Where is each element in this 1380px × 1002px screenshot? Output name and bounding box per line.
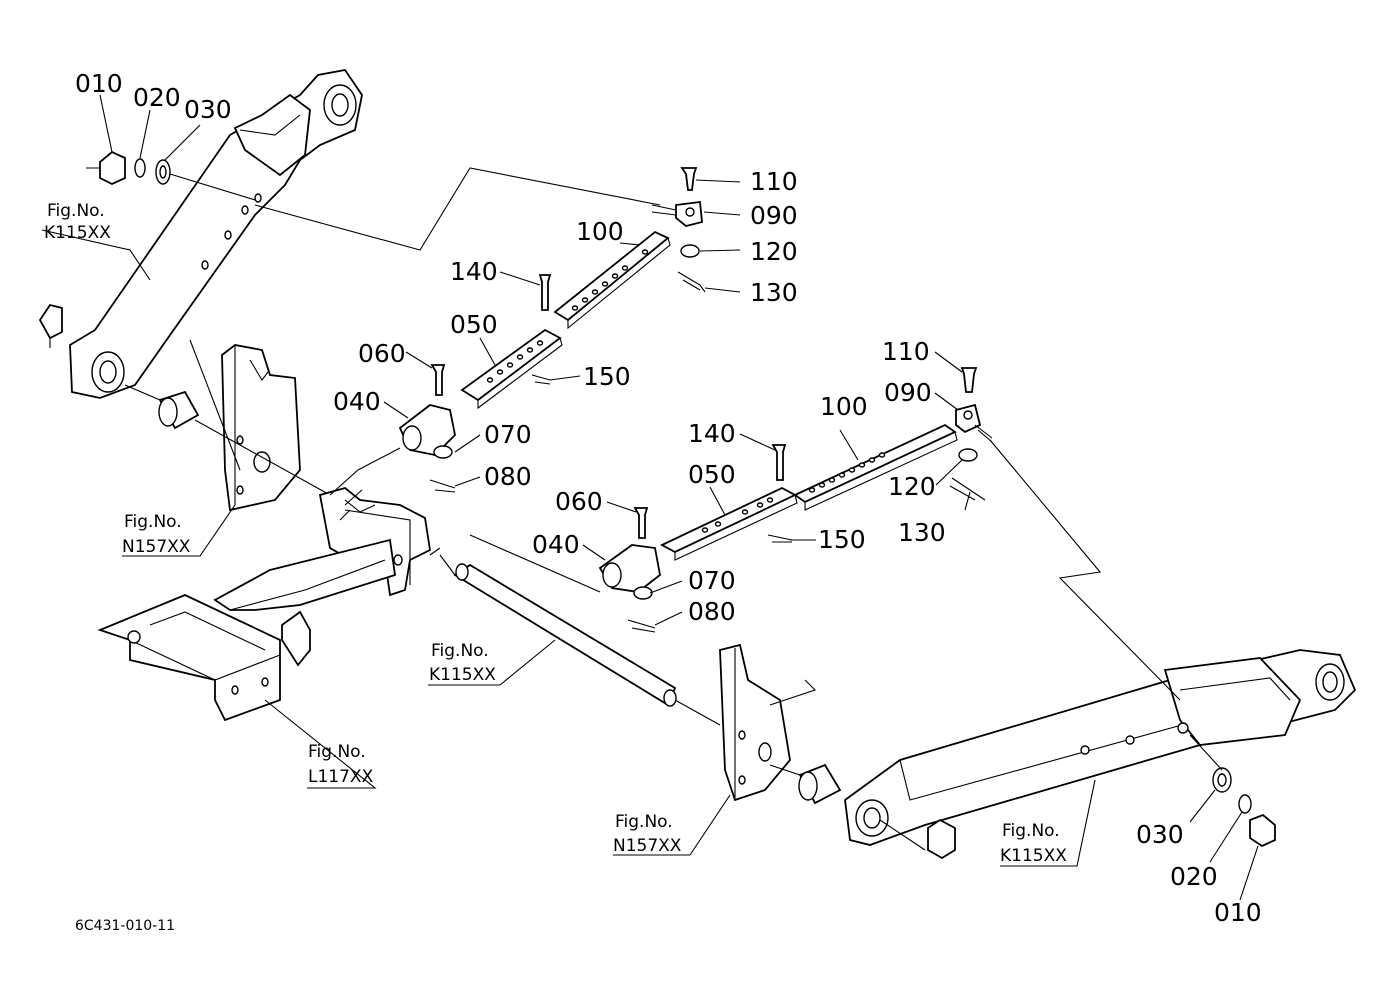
part-060-lower: 060 <box>555 487 603 516</box>
part-090-upper: 090 <box>750 201 798 230</box>
part-030-right: 030 <box>1136 820 1184 849</box>
part-110-upper: 110 <box>750 167 798 196</box>
upper-check-chain-assembly <box>398 167 706 493</box>
part-150-lower: 150 <box>818 525 866 554</box>
fig-ref-code-upper-left: K115XX <box>44 223 111 243</box>
cross-shaft <box>439 554 721 726</box>
part-070-lower: 070 <box>688 566 736 595</box>
fig-ref-label-bottom-mid: Fig.No. <box>615 812 673 832</box>
part-140-lower: 140 <box>688 419 736 448</box>
part-020-left: 020 <box>133 83 181 112</box>
drawing-code: 6C431-010-11 <box>75 918 175 934</box>
right-bushing <box>769 763 842 805</box>
part-100-upper: 100 <box>576 217 624 246</box>
part-080-upper: 080 <box>484 462 532 491</box>
fig-ref-label-bottom-left: Fig.No. <box>308 742 366 762</box>
part-060-upper: 060 <box>358 339 406 368</box>
left-bushing <box>124 384 331 496</box>
fig-ref-label-upper-left: Fig.No. <box>47 201 105 221</box>
part-140-upper: 140 <box>450 257 498 286</box>
fig-ref-code-mid-left: N157XX <box>122 537 191 557</box>
left-lower-link-arm <box>38 69 363 399</box>
lower-check-chain-assembly <box>598 367 993 633</box>
part-050-upper: 050 <box>450 310 498 339</box>
part-040-upper: 040 <box>333 387 381 416</box>
part-020-right: 020 <box>1170 862 1218 891</box>
part-050-lower: 050 <box>688 460 736 489</box>
part-090-lower: 090 <box>884 378 932 407</box>
fig-ref-label-center: Fig.No. <box>431 641 489 661</box>
part-130-lower: 130 <box>898 518 946 547</box>
figure-reference-labels: Fig.No. K115XX Fig.No. N157XX Fig.No. K1… <box>44 201 1067 866</box>
center-hitch-frame <box>97 487 441 722</box>
callout-leaders <box>41 94 1259 901</box>
assembly-connector-lines <box>254 167 1181 851</box>
fig-ref-code-center: K115XX <box>429 665 496 685</box>
fig-ref-label-bottom-right: Fig.No. <box>1002 821 1060 841</box>
part-100-lower: 100 <box>820 392 868 421</box>
part-010-left: 010 <box>75 69 123 98</box>
part-number-labels: 010 020 030 110 090 100 120 140 130 050 … <box>75 69 1262 927</box>
left-mounting-bracket <box>189 339 301 512</box>
part-040-lower: 040 <box>532 530 580 559</box>
right-mounting-bracket <box>719 643 817 802</box>
part-080-lower: 080 <box>688 597 736 626</box>
part-010-right: 010 <box>1214 898 1262 927</box>
part-120-lower: 120 <box>888 472 936 501</box>
left-hardware-stack <box>86 150 256 201</box>
part-070-upper: 070 <box>484 420 532 449</box>
part-110-lower: 110 <box>882 337 930 366</box>
part-130-upper: 130 <box>750 278 798 307</box>
fig-ref-code-bottom-right: K115XX <box>1000 846 1067 866</box>
part-120-upper: 120 <box>750 237 798 266</box>
fig-ref-code-bottom-mid: N157XX <box>613 836 682 856</box>
right-hardware-stack <box>1189 734 1276 848</box>
part-030-left: 030 <box>184 95 232 124</box>
part-150-upper: 150 <box>583 362 631 391</box>
fig-ref-code-bottom-left: L117XX <box>308 767 374 787</box>
fig-ref-label-mid-left: Fig.No. <box>124 512 182 532</box>
right-lower-link-arm <box>844 649 1357 860</box>
